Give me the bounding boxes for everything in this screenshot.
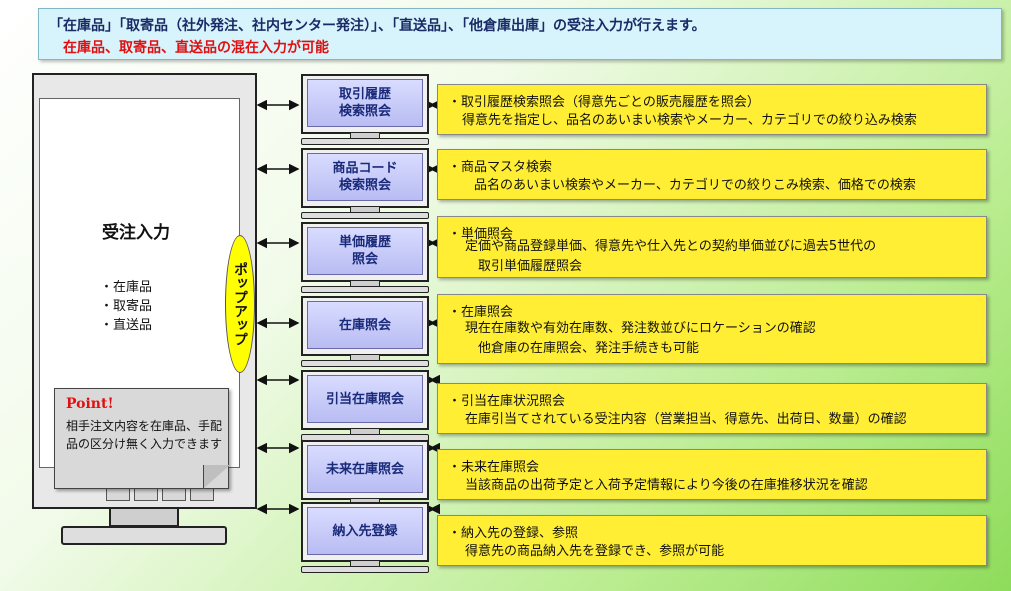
header-text: 「在庫品」「取寄品（社外発注、社内センター発注）」、「直送品」、「他倉庫出庫」の… xyxy=(49,18,706,34)
desc-allocated-stock: ・引当在庫状況照会 在庫引当てされている受注内容（営業担当、得意先、出荷日、数量… xyxy=(437,383,987,434)
popup-label: ポップアップ xyxy=(232,262,248,346)
order-item-types: ・在庫品 ・取寄品 ・直送品 xyxy=(100,278,152,335)
item-type: ・取寄品 xyxy=(100,299,153,314)
item-type: ・在庫品 xyxy=(100,280,153,295)
screen-price-history[interactable]: 単価履歴 照会 xyxy=(301,222,429,294)
desc-title: ・取引履歴検索照会（得意先ごとの販売履歴を照会） xyxy=(448,95,760,110)
point-body: 相手注文内容を在庫品、手配品の区分け無く入力できます xyxy=(66,419,223,451)
screen-trade-history[interactable]: 取引履歴 検索照会 xyxy=(301,74,429,146)
desc-product-master: ・商品マスタ検索 品名のあいまい検索やメーカー、カテゴリでの絞りこみ検索、価格で… xyxy=(437,149,987,200)
desc-body: 得意先を指定し、品名のあいまい検索やメーカー、カテゴリでの絞り込み検索 xyxy=(462,113,917,128)
desc-body: 得意先の商品納入先を登録でき、参照が可能 xyxy=(452,544,725,559)
screen-product-code[interactable]: 商品コード 検索照会 xyxy=(301,148,429,220)
header-highlight: 在庫品、取寄品、直送品の混在入力が可能 xyxy=(63,40,329,56)
point-note xyxy=(54,388,229,489)
desc-stock-inquiry: ・在庫照会 現在在庫数や有効在庫数、発注数並びにロケーションの確認 他倉庫の在庫… xyxy=(437,294,987,364)
screen-label: 単価履歴 照会 xyxy=(307,227,423,275)
screen-label: 引当在庫照会 xyxy=(307,375,423,423)
desc-delivery-destination: ・納入先の登録、参照 得意先の商品納入先を登録でき、参照が可能 xyxy=(437,515,987,566)
screen-stock-inquiry[interactable]: 在庫照会 xyxy=(301,296,429,368)
desc-title: ・商品マスタ検索 xyxy=(448,160,553,175)
desc-body: 品名のあいまい検索やメーカー、カテゴリでの絞りこみ検索、価格での検索 xyxy=(448,178,916,193)
desc-title: ・未来在庫照会 xyxy=(448,460,540,475)
desc-price-inquiry: ・単価照会 定価や商品登録単価、得意先や仕入先との契約単価並びに過去5世代の 取… xyxy=(437,216,987,278)
screen-label: 商品コード 検索照会 xyxy=(307,153,423,201)
screen-label: 未来在庫照会 xyxy=(307,445,423,493)
desc-title: ・単価照会 xyxy=(448,227,514,242)
monitor-base xyxy=(61,526,227,545)
desc-title: ・引当在庫状況照会 xyxy=(448,394,566,409)
desc-body: 当該商品の出荷予定と入荷予定情報により今後の在庫推移状況を確認 xyxy=(452,478,868,493)
monitor-buttons xyxy=(106,488,214,501)
desc-title: ・在庫照会 xyxy=(448,305,514,320)
desc-body: 在庫引当てされている受注内容（営業担当、得意先、出荷日、数量）の確認 xyxy=(452,412,907,427)
screen-allocated-stock[interactable]: 引当在庫照会 xyxy=(301,370,429,442)
screen-delivery-registration[interactable]: 納入先登録 xyxy=(301,502,429,574)
screen-label: 在庫照会 xyxy=(307,301,423,349)
item-type: ・直送品 xyxy=(100,318,153,333)
point-title: Point! xyxy=(66,396,114,412)
desc-body: 定価や商品登録単価、得意先や仕入先との契約単価並びに過去5世代の 取引単価履歴照… xyxy=(465,239,877,274)
desc-future-stock: ・未来在庫照会 当該商品の出荷予定と入荷予定情報により今後の在庫推移状況を確認 xyxy=(437,449,987,500)
desc-title: ・納入先の登録、参照 xyxy=(448,526,579,541)
screen-label: 納入先登録 xyxy=(307,507,423,555)
desc-trade-history: ・取引履歴検索照会（得意先ごとの販売履歴を照会） 得意先を指定し、品名のあいまい… xyxy=(437,84,987,135)
order-entry-title: 受注入力 xyxy=(102,223,170,243)
desc-body: 現在在庫数や有効在庫数、発注数並びにロケーションの確認 他倉庫の在庫照会、発注手… xyxy=(465,321,816,356)
popup-oval xyxy=(225,235,255,373)
screen-label: 取引履歴 検索照会 xyxy=(307,79,423,127)
header-banner: 「在庫品」「取寄品（社外発注、社内センター発注）」、「直送品」、「他倉庫出庫」の… xyxy=(38,8,1002,60)
